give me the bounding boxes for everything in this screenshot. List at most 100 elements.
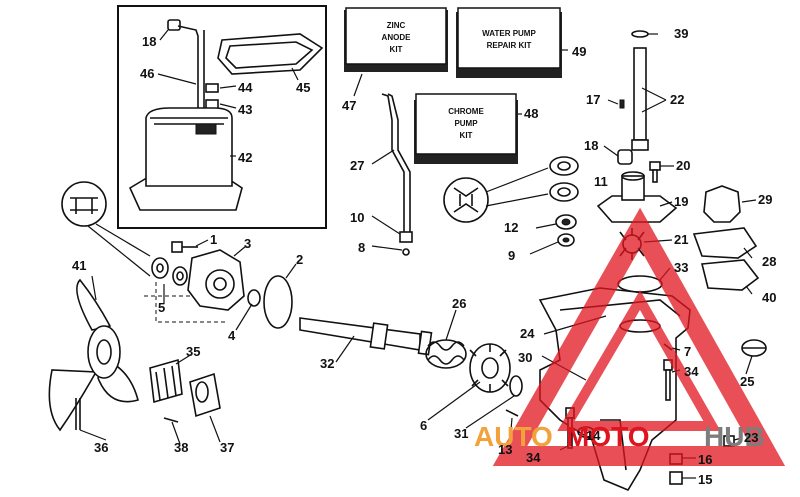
pump-housing-42 bbox=[128, 107, 243, 211]
watermark-auto: AUTO bbox=[474, 421, 553, 452]
callout-3: 3 bbox=[244, 236, 251, 251]
callout-15: 15 bbox=[698, 472, 712, 487]
plate-28 bbox=[692, 227, 758, 259]
callout-33: 33 bbox=[674, 260, 688, 275]
callout-47: 47 bbox=[342, 98, 356, 113]
inset-frame bbox=[117, 5, 327, 229]
pin-17 bbox=[619, 99, 625, 109]
cup-29 bbox=[703, 185, 741, 223]
bearing-4 bbox=[247, 289, 261, 307]
callout-11: 11 bbox=[594, 174, 608, 189]
callout-45: 45 bbox=[296, 80, 310, 95]
callout-8: 8 bbox=[358, 240, 365, 255]
callout-7: 7 bbox=[684, 344, 691, 359]
callout-5: 5 bbox=[158, 300, 165, 315]
water-tube-part bbox=[167, 19, 205, 120]
callout-26: 26 bbox=[452, 296, 466, 311]
callout-31: 31 bbox=[454, 426, 468, 441]
callout-24: 24 bbox=[520, 326, 535, 341]
seal-detail-icon bbox=[443, 177, 489, 223]
drive-hub-35 bbox=[149, 358, 183, 404]
water-pump-kit-line1: WATER PUMP bbox=[482, 29, 536, 38]
callout-36: 36 bbox=[94, 440, 108, 455]
fitting-15 bbox=[669, 471, 683, 485]
callout-27: 27 bbox=[350, 158, 364, 173]
spacer-37 bbox=[189, 372, 221, 418]
screw-20 bbox=[649, 161, 661, 183]
callout-4: 4 bbox=[228, 328, 236, 343]
propeller-41 bbox=[48, 278, 139, 432]
callout-23: 23 bbox=[744, 430, 758, 445]
shift-gear-25 bbox=[741, 339, 767, 357]
callout-34a: 34 bbox=[684, 364, 699, 379]
chrome-pump-kit-box: CHROME PUMP KIT bbox=[414, 93, 518, 164]
callout-numbers: 18 46 44 43 42 45 47 27 10 8 48 49 39 22… bbox=[72, 26, 776, 487]
propeller-shaft-32 bbox=[299, 317, 433, 356]
water-pump-kit-line2: REPAIR KIT bbox=[487, 41, 532, 50]
zinc-kit-line1: ZINC bbox=[387, 21, 406, 30]
screw-1 bbox=[171, 241, 198, 253]
callout-12: 12 bbox=[504, 220, 518, 235]
callout-41: 41 bbox=[72, 258, 86, 273]
callout-18b: 18 bbox=[584, 138, 598, 153]
callout-44: 44 bbox=[238, 80, 253, 95]
oring-33 bbox=[617, 275, 663, 293]
callout-13: 13 bbox=[498, 442, 512, 457]
callout-35: 35 bbox=[186, 344, 200, 359]
bearing-carrier-3 bbox=[187, 249, 245, 311]
washer-8 bbox=[402, 248, 410, 256]
callout-16: 16 bbox=[698, 452, 712, 467]
impeller-housing-19 bbox=[596, 171, 678, 223]
callout-9: 9 bbox=[508, 248, 515, 263]
callout-42: 42 bbox=[238, 150, 252, 165]
ring-31 bbox=[509, 375, 523, 397]
washers-5 bbox=[151, 257, 188, 286]
gasket-part bbox=[217, 33, 324, 75]
callout-40: 40 bbox=[762, 290, 776, 305]
oring-39 bbox=[631, 30, 649, 38]
callout-43: 43 bbox=[238, 102, 252, 117]
watermark-hub: HUB bbox=[704, 421, 765, 452]
callout-22: 22 bbox=[670, 92, 684, 107]
bushing-18 bbox=[617, 149, 633, 165]
driveshaft-22 bbox=[631, 47, 649, 151]
cotter-pin-36 bbox=[75, 398, 81, 430]
bearing-detail-leader bbox=[87, 223, 151, 277]
callout-10: 10 bbox=[350, 210, 364, 225]
callout-25: 25 bbox=[740, 374, 754, 389]
gasket-40 bbox=[700, 259, 760, 291]
callout-20: 20 bbox=[676, 158, 690, 173]
watermark-logo: AUTO MOTO HUB bbox=[474, 207, 786, 466]
seals-11 bbox=[549, 156, 579, 202]
callout-18a: 18 bbox=[142, 34, 156, 49]
callout-34b: 34 bbox=[526, 450, 541, 465]
callout-49: 49 bbox=[572, 44, 586, 59]
callout-2: 2 bbox=[296, 252, 303, 267]
zinc-kit-line3: KIT bbox=[390, 45, 403, 54]
watermark-moto: MOTO bbox=[566, 421, 649, 452]
callout-32: 32 bbox=[320, 356, 334, 371]
seal-detail-leader bbox=[485, 167, 549, 207]
bearing-detail-icon bbox=[61, 181, 107, 227]
callout-28: 28 bbox=[762, 254, 776, 269]
callout-30: 30 bbox=[518, 350, 532, 365]
bearing-9 bbox=[557, 233, 575, 247]
callout-21: 21 bbox=[674, 232, 688, 247]
chrome-kit-line2: PUMP bbox=[454, 119, 478, 128]
spring-26 bbox=[425, 339, 467, 369]
callout-29: 29 bbox=[758, 192, 772, 207]
grommet-44 bbox=[205, 83, 219, 93]
bearing-12 bbox=[555, 214, 577, 230]
forward-gear-6 bbox=[469, 343, 511, 393]
screw-13 bbox=[505, 409, 519, 417]
callout-17: 17 bbox=[586, 92, 600, 107]
chrome-kit-line1: CHROME bbox=[448, 107, 484, 116]
callout-46: 46 bbox=[140, 66, 154, 81]
zinc-anode-kit-box: ZINC ANODE KIT bbox=[344, 7, 448, 72]
callout-19: 19 bbox=[674, 194, 688, 209]
pin-38 bbox=[163, 417, 179, 423]
oring-2 bbox=[263, 275, 293, 329]
callout-6: 6 bbox=[420, 418, 427, 433]
callout-14: 14 bbox=[586, 428, 601, 443]
